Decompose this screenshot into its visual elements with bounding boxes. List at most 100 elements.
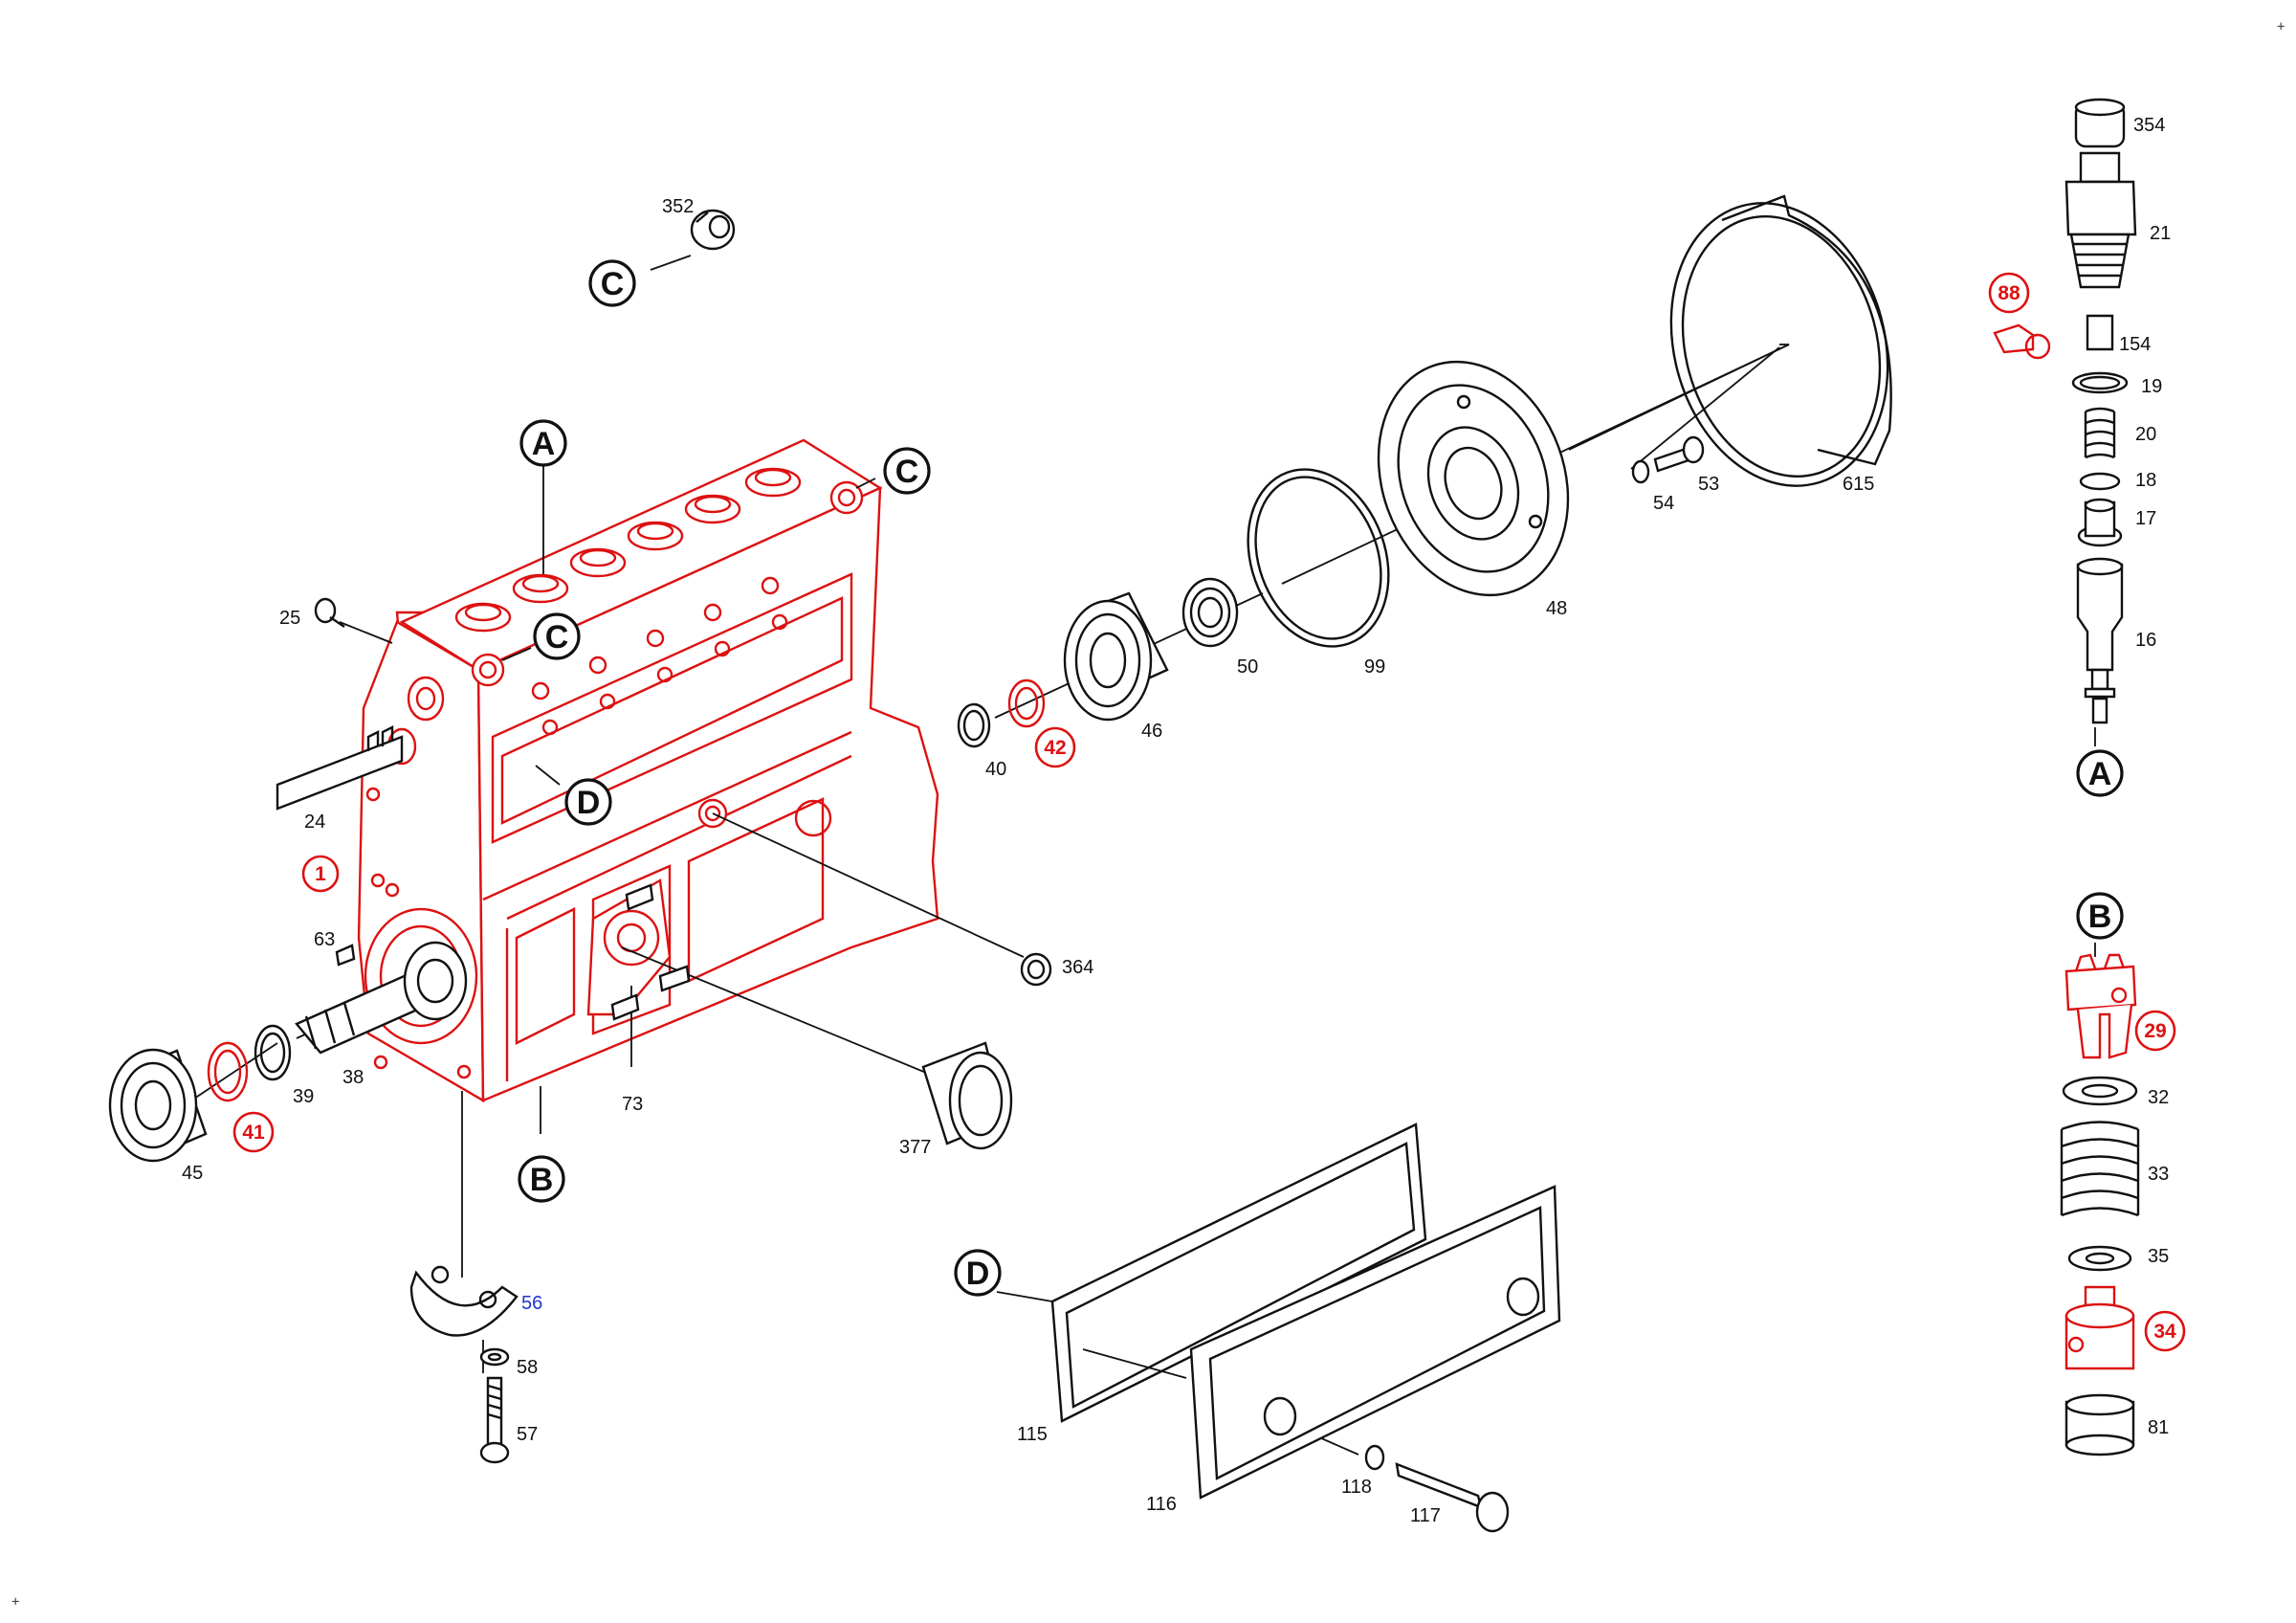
label-115: 115: [1017, 1424, 1048, 1445]
part-19-gasket: [2071, 371, 2129, 394]
redmark-29: 29: [2134, 1010, 2176, 1052]
label-21: 21: [2150, 223, 2171, 244]
part-24-control-rack: [276, 725, 404, 811]
label-24: 24: [304, 812, 325, 833]
part-39-seal-ring: [254, 1024, 292, 1081]
label-19: 19: [2141, 376, 2162, 397]
callout-a-housing: A: [519, 419, 567, 467]
part-29-control-sleeve: [2064, 953, 2137, 1059]
callout-c-middle: C: [533, 612, 581, 660]
part-81-roller: [2064, 1393, 2135, 1456]
svg-text:C: C: [895, 454, 919, 490]
part-18-ring: [2079, 472, 2121, 491]
part-377-cap: [921, 1041, 1013, 1150]
svg-text:D: D: [577, 785, 601, 821]
callout-d-cover: D: [954, 1249, 1002, 1297]
part-50-seal: [1181, 577, 1239, 648]
part-73-studs: [610, 883, 691, 1021]
label-57: 57: [517, 1424, 538, 1445]
redmark-41: 41: [232, 1111, 275, 1153]
label-364: 364: [1062, 957, 1093, 978]
svg-text:41: 41: [242, 1122, 265, 1144]
label-73: 73: [622, 1094, 643, 1115]
label-46: 46: [1141, 721, 1162, 742]
label-18: 18: [2135, 470, 2156, 491]
redmark-88: 88: [1988, 272, 2030, 314]
label-35: 35: [2148, 1246, 2169, 1267]
part-33-plunger-spring: [2060, 1121, 2140, 1217]
part-57-bolt: [479, 1376, 510, 1464]
part-154-valve: [2086, 314, 2114, 351]
label-58: 58: [517, 1357, 538, 1378]
part-number-labels: 352 25 24 63 38 39 45 56 58 57 73 377 36…: [182, 115, 2171, 1526]
svg-text:B: B: [2088, 899, 2112, 935]
part-364-plug: [1020, 952, 1052, 987]
label-81: 81: [2148, 1417, 2169, 1438]
svg-text:A: A: [532, 426, 556, 462]
label-116: 116: [1146, 1494, 1177, 1515]
part-99-o-ring: [1247, 468, 1390, 648]
corner-mark-bottom: +: [11, 1594, 19, 1610]
callout-d-housing: D: [564, 778, 612, 826]
part-25-screw: [314, 597, 345, 628]
part-53-screw: [1653, 435, 1705, 473]
part-88-clamp: [1993, 323, 2051, 360]
part-42-shim: [1007, 678, 1046, 728]
label-53: 53: [1698, 474, 1719, 495]
svg-text:88: 88: [1998, 282, 2020, 304]
part-115-gasket: [1050, 1123, 1427, 1423]
label-377: 377: [899, 1137, 931, 1158]
part-63-key: [335, 944, 356, 967]
label-45: 45: [182, 1163, 203, 1184]
svg-text:C: C: [545, 619, 569, 656]
part-116-cover-plate: [1189, 1185, 1561, 1500]
label-352: 352: [662, 196, 694, 217]
part-352-plug: [690, 209, 736, 251]
label-32: 32: [2148, 1087, 2169, 1108]
svg-text:D: D: [966, 1256, 990, 1292]
part-54-washer: [1631, 459, 1650, 484]
part-118-washer: [1364, 1444, 1385, 1471]
part-41-shim-ring: [207, 1041, 249, 1102]
part-34-tappet: [2064, 1285, 2135, 1370]
redmark-42: 42: [1034, 726, 1076, 768]
label-48: 48: [1546, 598, 1567, 619]
redmark-1: 1: [301, 855, 340, 893]
part-615-cover: [1669, 194, 1892, 487]
part-40-ring: [957, 702, 991, 748]
label-354: 354: [2133, 115, 2165, 136]
label-154: 154: [2119, 334, 2151, 355]
svg-text:A: A: [2088, 756, 2112, 792]
part-58-washer: [479, 1347, 510, 1367]
svg-text:42: 42: [1044, 737, 1066, 759]
part-35-lower-seat: [2067, 1245, 2132, 1272]
callout-b-spring-assy: B: [2076, 892, 2124, 940]
part-20-spring: [2084, 407, 2116, 459]
redmark-34: 34: [2144, 1310, 2186, 1352]
part-48-flange: [1377, 360, 1570, 597]
part-46-bearing: [1063, 591, 1169, 722]
label-99: 99: [1364, 656, 1385, 678]
label-39: 39: [293, 1086, 314, 1107]
part-45-bearing: [108, 1048, 208, 1163]
label-56: 56: [521, 1293, 542, 1314]
svg-text:C: C: [601, 266, 625, 302]
svg-text:34: 34: [2153, 1321, 2176, 1343]
label-25: 25: [279, 608, 300, 629]
label-615: 615: [1843, 474, 1874, 495]
part-17-valve-seat: [2077, 498, 2123, 547]
label-33: 33: [2148, 1164, 2169, 1185]
part-117-screw: [1395, 1462, 1510, 1533]
callout-c-top: C: [588, 259, 636, 307]
label-118: 118: [1341, 1477, 1372, 1498]
callout-c-right: C: [883, 447, 931, 495]
svg-text:29: 29: [2144, 1020, 2166, 1042]
label-54: 54: [1653, 493, 1674, 514]
label-38: 38: [342, 1067, 364, 1088]
svg-text:1: 1: [315, 863, 326, 885]
part-56-bracket: [409, 1265, 519, 1337]
label-40: 40: [985, 759, 1006, 780]
callout-a-element: A: [2076, 749, 2124, 797]
callout-b-housing: B: [518, 1155, 565, 1203]
